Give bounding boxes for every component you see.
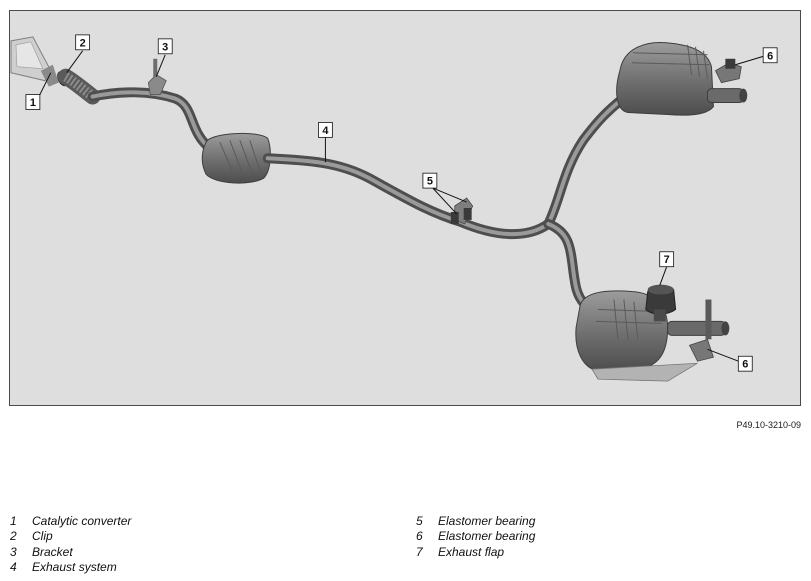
elastomer-bearing-5: [450, 197, 474, 225]
legend-left-column: 1 Catalytic converter 2 Clip 3 Bracket 4 Exh…: [10, 514, 131, 575]
legend-label: Clip: [32, 529, 53, 544]
callout-4-label: 4: [322, 125, 329, 137]
exhaust-system-illustration: 1 2 3 4 5 6 6 7: [10, 34, 778, 382]
lower-branch-pipe: [543, 218, 590, 309]
legend-number: 7: [416, 544, 423, 559]
callout-4: 4: [318, 122, 333, 138]
callout-1: 1: [25, 94, 41, 110]
legend-number: 4: [10, 559, 17, 574]
legend-label: Catalytic converter: [32, 514, 132, 528]
flex-pipe: [57, 68, 101, 105]
callout-5-label: 5: [427, 176, 433, 188]
legend-item: 2 Clip: [10, 529, 131, 544]
legend-item: 3 Bracket: [10, 545, 131, 560]
legend-number: 1: [10, 514, 17, 528]
bracket: [147, 58, 167, 95]
legend-number: 3: [10, 544, 17, 559]
center-muffler: [201, 132, 271, 184]
legend-number: 6: [416, 529, 423, 544]
legend-label: Exhaust flap: [438, 544, 505, 559]
catalytic-converter: [10, 36, 59, 87]
legend-label: Elastomer bearing: [438, 514, 536, 528]
legend-number: 2: [10, 529, 17, 544]
front-pipe: [87, 87, 215, 154]
figure-reference: P49.10-3210-09: [736, 420, 801, 430]
legend-label: Elastomer bearing: [438, 529, 536, 544]
callout-5: 5: [422, 172, 438, 189]
legend-label: Exhaust system: [32, 559, 117, 574]
legend-label: Bracket: [32, 544, 73, 559]
callout-3-label: 3: [162, 41, 168, 53]
upper-branch-pipe: [543, 93, 628, 229]
legend-item: 1 Catalytic converter: [10, 514, 131, 529]
callout-2: 2: [75, 34, 90, 51]
callout-3: 3: [157, 38, 173, 55]
legend-item: 7 Exhaust flap: [416, 545, 535, 560]
callout-7: 7: [659, 251, 675, 268]
intermediate-pipe: [262, 153, 554, 240]
upper-rear-muffler: [616, 41, 748, 116]
callout-6-lower-label: 6: [742, 359, 748, 371]
exhaust-diagram-frame: 1 2 3 4 5 6 6 7: [9, 10, 801, 406]
callout-6-upper: 6: [762, 47, 778, 64]
legend-item: 6 Elastomer bearing: [416, 529, 535, 544]
lower-rear-muffler: [575, 290, 730, 382]
exhaust-flap: [645, 284, 677, 322]
callout-6-upper-label: 6: [767, 50, 773, 62]
legend-item: 5 Elastomer bearing: [416, 514, 535, 529]
callout-2-label: 2: [80, 37, 86, 49]
callout-6-lower: 6: [737, 355, 753, 372]
legend-item: 4 Exhaust system: [10, 560, 131, 575]
callout-7-label: 7: [664, 254, 670, 266]
legend-number: 5: [416, 514, 423, 528]
callout-1-label: 1: [30, 97, 36, 109]
